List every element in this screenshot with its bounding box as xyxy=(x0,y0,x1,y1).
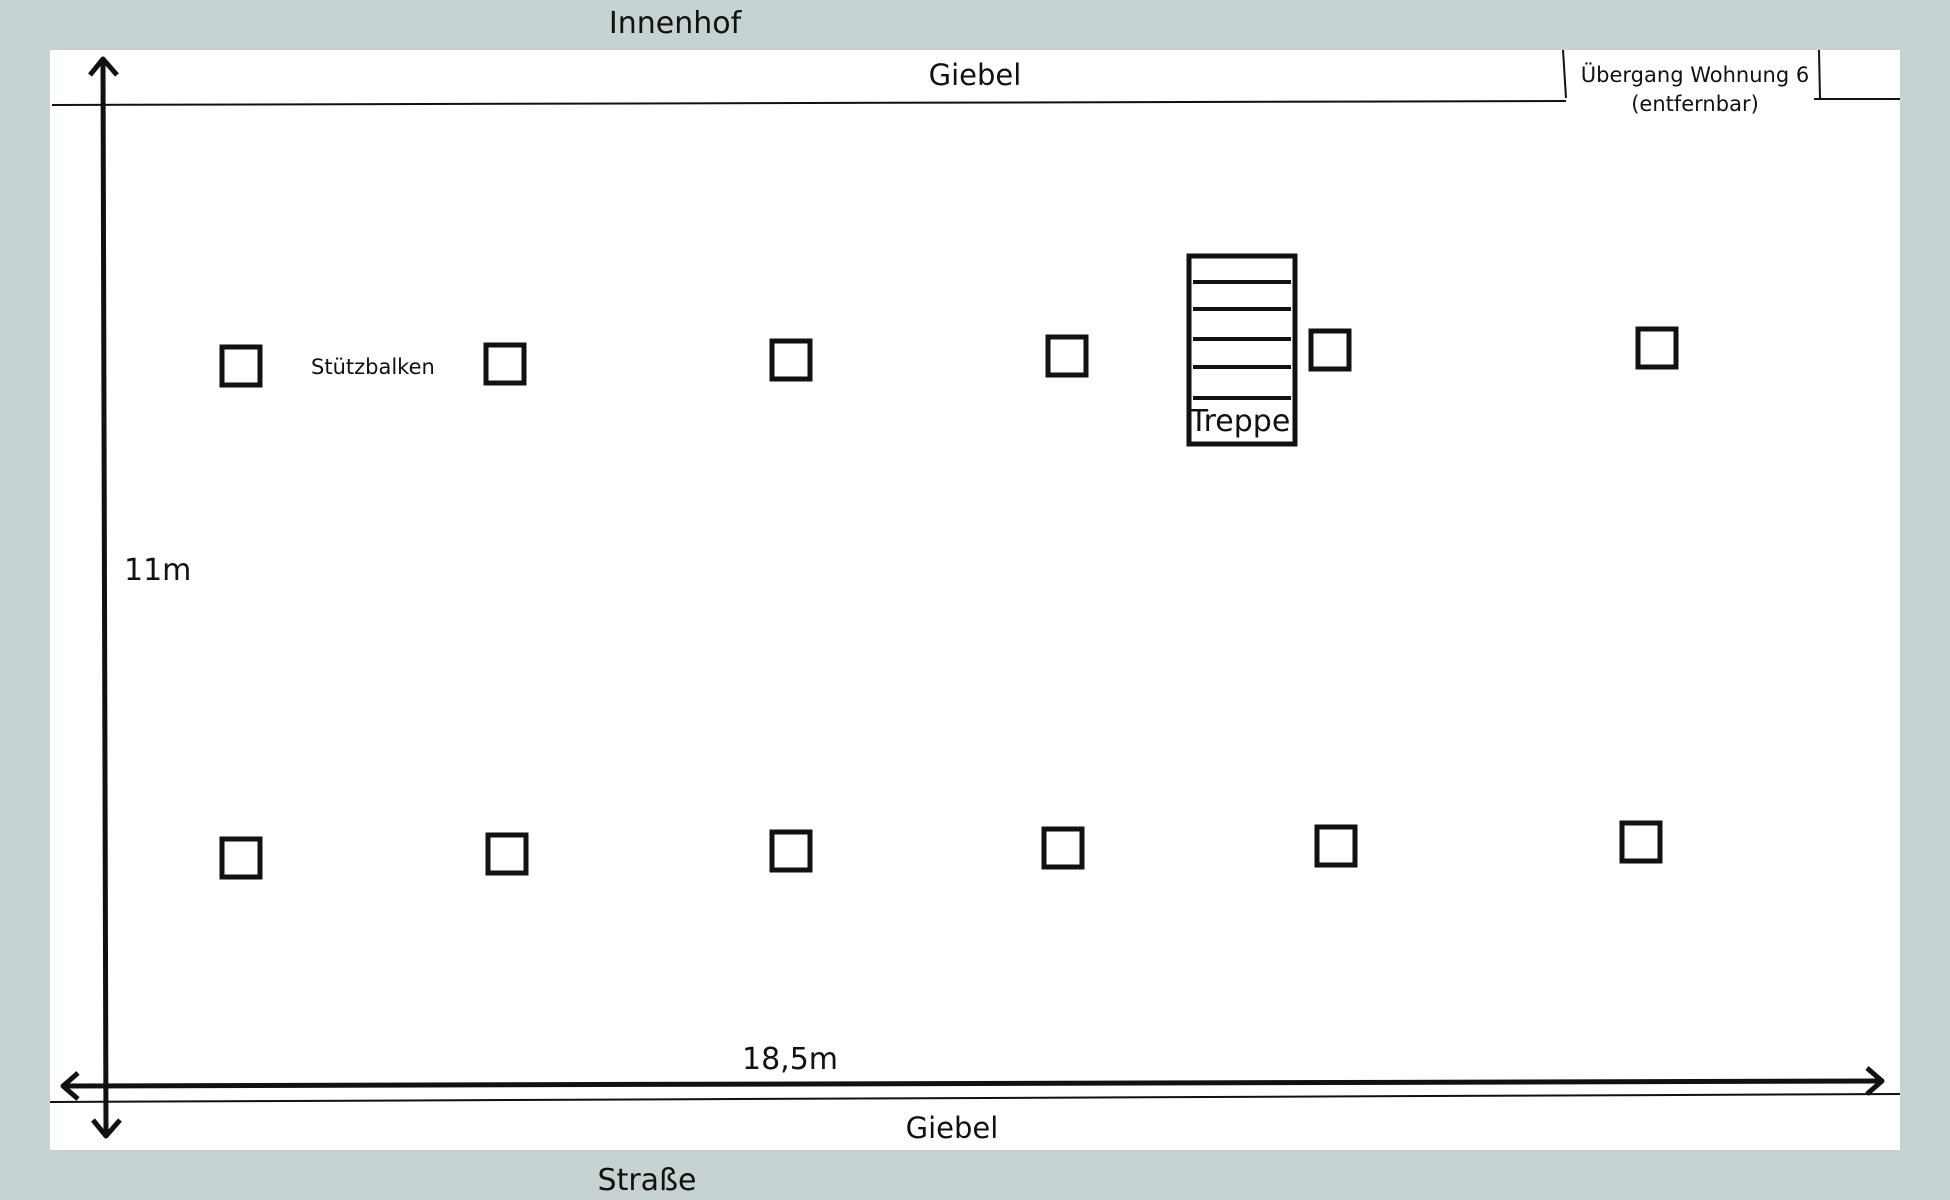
label-treppe: Treppe xyxy=(1189,404,1291,439)
height-dimension-line xyxy=(100,59,109,1137)
bottom-wall-line xyxy=(49,1093,1901,1103)
support-beam xyxy=(1314,824,1358,868)
width-dimension-line xyxy=(62,1078,1883,1089)
support-beam xyxy=(485,832,529,876)
width-arrow-right xyxy=(1865,1066,1885,1096)
stairs: Treppe xyxy=(1186,253,1298,447)
label-innenhof: Innenhof xyxy=(609,6,743,41)
label-passage-line2: (entfernbar) xyxy=(1631,92,1759,116)
support-beam xyxy=(1041,826,1085,870)
height-arrow-bottom xyxy=(91,1118,122,1139)
support-beam xyxy=(1635,326,1679,370)
passage-left-edge xyxy=(1562,49,1567,99)
support-beam xyxy=(1308,328,1352,372)
label-width: 18,5m xyxy=(742,1042,838,1077)
plan-area xyxy=(50,50,1900,1150)
label-giebel-bottom: Giebel xyxy=(906,1111,999,1145)
support-beam xyxy=(483,342,527,386)
label-stuetzbalken: Stützbalken xyxy=(311,355,435,379)
label-height: 11m xyxy=(124,553,191,588)
height-arrow-top xyxy=(88,56,119,77)
support-beam xyxy=(1619,820,1663,864)
passage-right-edge xyxy=(1818,49,1821,100)
stairs-outline xyxy=(1186,253,1298,447)
support-beam xyxy=(219,836,263,880)
top-wall-line xyxy=(51,100,1567,106)
support-beam xyxy=(219,344,263,388)
support-beam xyxy=(769,829,813,873)
label-giebel-top: Giebel xyxy=(929,58,1022,92)
label-strasse: Straße xyxy=(598,1163,697,1198)
width-arrow-left xyxy=(60,1071,80,1101)
support-beam xyxy=(1045,334,1089,378)
support-beam xyxy=(769,338,813,382)
label-passage-line1: Übergang Wohnung 6 xyxy=(1581,62,1809,87)
